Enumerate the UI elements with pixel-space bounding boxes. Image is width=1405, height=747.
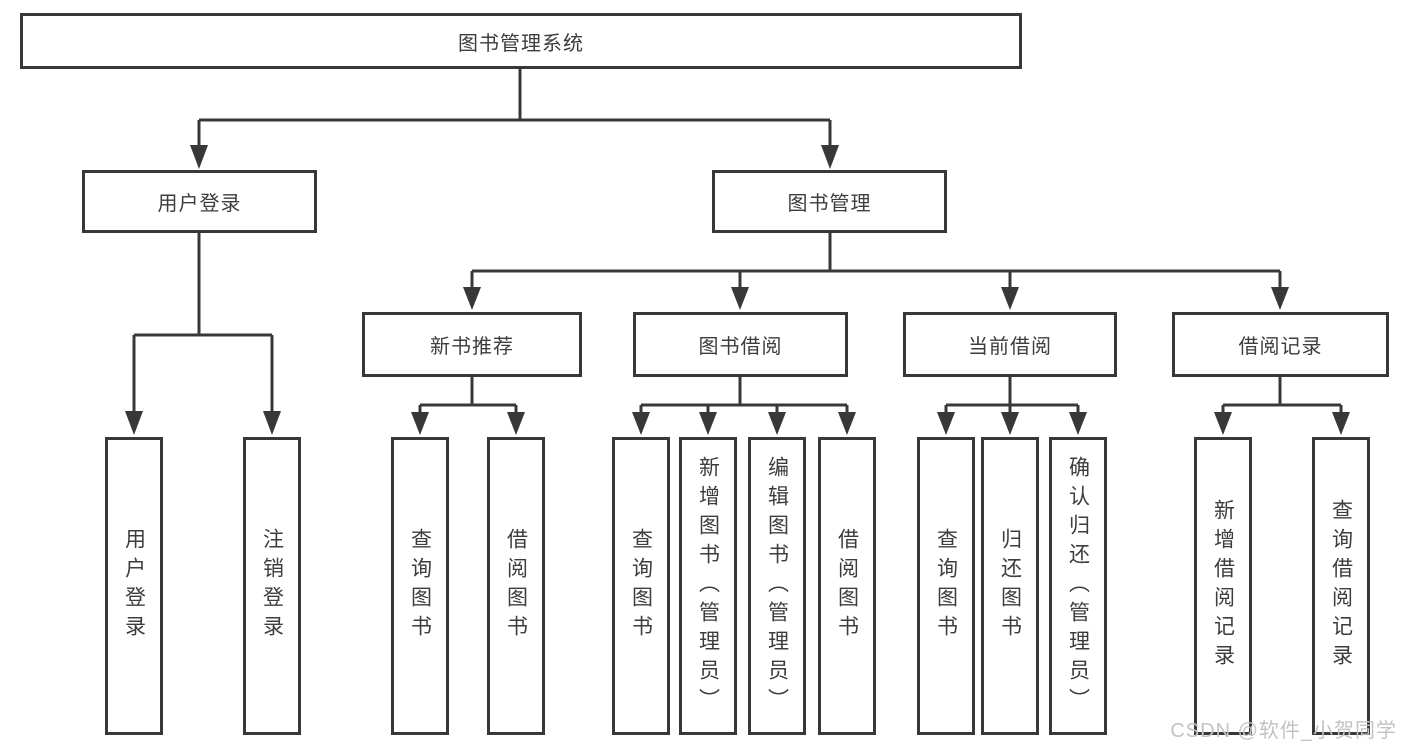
leaf-user-login: 用户登录 [105,437,163,735]
node-new-book-recommendation: 新书推荐 [362,312,582,377]
leaf-borrow-books-recommendation: 借阅图书 [487,437,545,735]
node-library-management-system: 图书管理系统 [20,13,1022,69]
leaf-add-books-admin: 新增图书（管理员） [679,437,737,735]
leaf-query-books-current: 查询图书 [917,437,975,735]
csdn-watermark: CSDN @软件_小贺同学 [1170,720,1397,742]
node-borrowing-records: 借阅记录 [1172,312,1389,377]
leaf-confirm-return-admin: 确认归还（管理员） [1049,437,1107,735]
node-user-login: 用户登录 [82,170,317,233]
leaf-borrow-books: 借阅图书 [818,437,876,735]
leaf-query-books-borrowing: 查询图书 [612,437,670,735]
leaf-logout: 注销登录 [243,437,301,735]
leaf-return-books: 归还图书 [981,437,1039,735]
node-book-borrowing: 图书借阅 [633,312,848,377]
node-book-management: 图书管理 [712,170,947,233]
leaf-edit-books-admin: 编辑图书（管理员） [748,437,806,735]
leaf-query-borrow-record: 查询借阅记录 [1312,437,1370,735]
node-current-borrowing: 当前借阅 [903,312,1117,377]
leaf-query-books-recommendation: 查询图书 [391,437,449,735]
leaf-add-borrow-record: 新增借阅记录 [1194,437,1252,735]
